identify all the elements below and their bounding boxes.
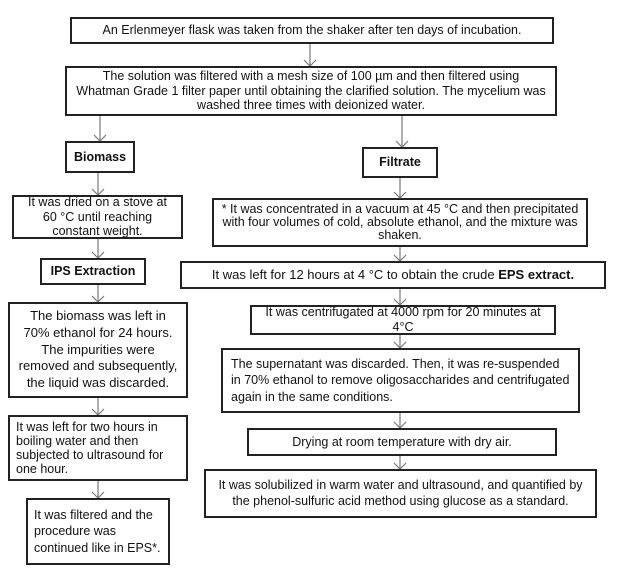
step-concentrated-text: * It was concentrated in a vacuum at 45 … (221, 201, 579, 243)
step-flask: An Erlenmeyer flask was taken from the s… (70, 17, 554, 44)
step-boiling-text: It was left for two hours in boiling wat… (16, 420, 164, 476)
step-ethanol: The biomass was left in 70% ethanol for … (8, 302, 188, 398)
step-ips-extraction-label: IPS Extraction (50, 264, 136, 279)
step-solubilized: It was solubilized in warm water and ult… (204, 469, 597, 518)
step-ethanol-text: The biomass was left in 70% ethanol for … (18, 308, 178, 390)
step-filtered-eps: It was filtered and the procedure was co… (26, 498, 170, 565)
step-left-12-hours-prefix: It was left for 12 hours at 4 °C to obta… (211, 267, 499, 283)
step-solubilized-text: It was solubilized in warm water and ult… (218, 477, 583, 508)
step-boiling: It was left for two hours in boiling wat… (8, 415, 188, 481)
step-filter: The solution was filtered with a mesh si… (65, 66, 557, 116)
step-left-12-hours: It was left for 12 hours at 4 °C to obta… (180, 261, 606, 289)
step-filtered-eps-text: It was filtered and the procedure was co… (34, 508, 161, 555)
branch-filtrate-label: Filtrate (379, 155, 421, 170)
step-dried: It was dried on a stove at 60 °C until r… (12, 195, 183, 239)
step-flask-text: An Erlenmeyer flask was taken from the s… (102, 23, 522, 38)
step-supernatant: The supernatant was discarded. Then, it … (221, 348, 580, 413)
step-drying-text: Drying at room temperature with dry air. (292, 434, 512, 449)
step-ips-extraction: IPS Extraction (40, 258, 146, 285)
step-concentrated: * It was concentrated in a vacuum at 45 … (212, 198, 588, 247)
step-filter-text: The solution was filtered with a mesh si… (76, 68, 546, 113)
branch-biomass: Biomass (65, 141, 135, 173)
step-centrifugated-text: It was centrifugated at 4000 rpm for 20 … (265, 305, 541, 334)
step-centrifugated: It was centrifugated at 4000 rpm for 20 … (250, 305, 556, 335)
branch-filtrate: Filtrate (362, 147, 438, 178)
step-supernatant-text: The supernatant was discarded. Then, it … (231, 357, 570, 404)
eps-extract-label: EPS extract. (498, 267, 575, 283)
step-dried-text: It was dried on a stove at 60 °C until r… (28, 194, 167, 239)
step-left-12-hours-text: It was left for 12 hours at 4 °C to obta… (212, 267, 574, 282)
branch-biomass-label: Biomass (73, 149, 127, 164)
step-drying: Drying at room temperature with dry air. (247, 428, 557, 456)
